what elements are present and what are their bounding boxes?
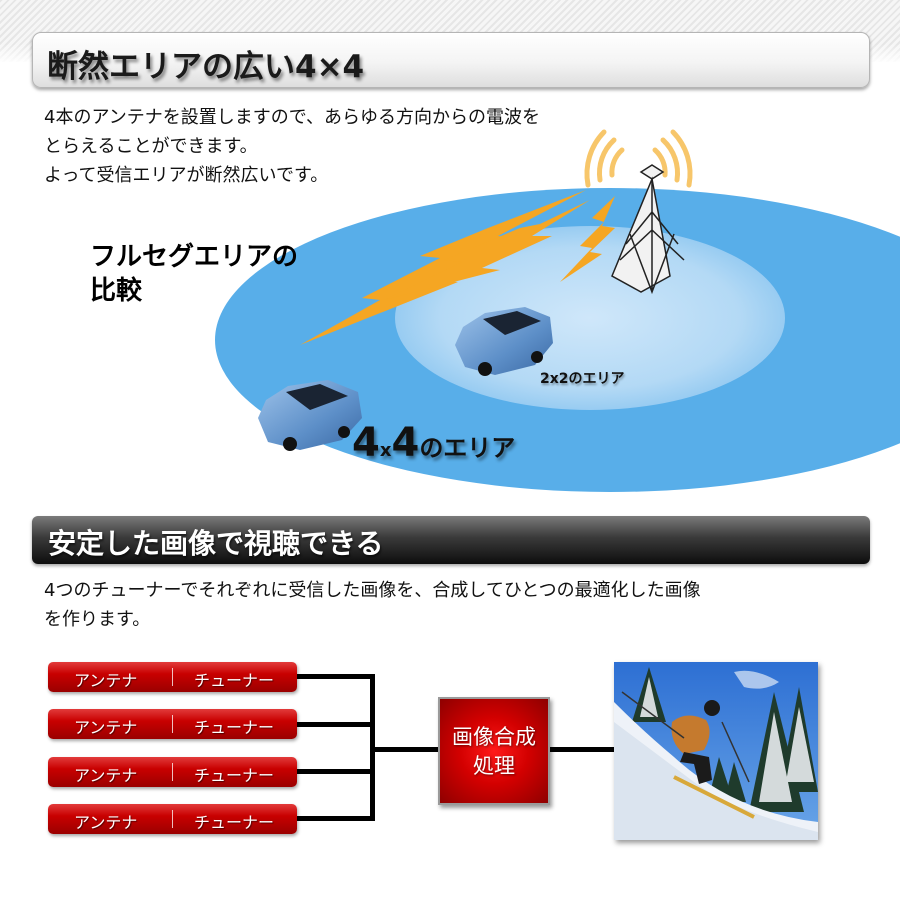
- process-label: 画像合成: [452, 725, 536, 749]
- label-suffix: のエリア: [419, 434, 516, 462]
- label-number: 4: [391, 420, 420, 466]
- comparison-title-line: 比較: [90, 276, 143, 306]
- connector-line: [297, 769, 375, 774]
- antenna-label: アンテナ: [74, 718, 138, 737]
- antenna-label: アンテナ: [74, 813, 138, 832]
- tuner-label: チューナー: [194, 813, 275, 832]
- antenna-label: アンテナ: [74, 671, 138, 690]
- description-line: とらえることができます。: [44, 136, 258, 157]
- wide-area-description: 4本のアンテナを設置しますので、あらゆる方向からの電波を とらえることができます…: [44, 103, 644, 190]
- label-times: x: [379, 440, 392, 461]
- label-number: 4: [352, 420, 380, 466]
- tuner-label: チューナー: [194, 766, 275, 785]
- pill-divider: [172, 715, 173, 733]
- section-heading-stable-image: 安定した画像で視聴できる: [32, 516, 870, 564]
- connector-line: [550, 747, 616, 752]
- section-heading-wide-area: 断然エリアの広い4×4: [32, 32, 870, 88]
- description-line: 4本のアンテナを設置しますので、あらゆる方向からの電波を: [44, 107, 541, 128]
- antenna-tuner-pill: アンテナ チューナー: [48, 804, 297, 834]
- connector-line: [370, 747, 440, 752]
- description-line: よって受信エリアが断然広いです。: [44, 165, 329, 186]
- description-line: を作ります。: [44, 609, 151, 630]
- skier-image: [614, 662, 818, 840]
- stable-image-description: 4つのチューナーでそれぞれに受信した画像を、合成してひとつの最適化した画像 を作…: [44, 576, 844, 634]
- connector-line: [297, 816, 375, 821]
- comparison-title-line: フルセグエリアの: [90, 242, 299, 272]
- antenna-tuner-pill: アンテナ チューナー: [48, 662, 297, 692]
- coverage-area-illustration: [215, 129, 900, 492]
- section-heading-text: 断然エリアの広い4×4: [47, 49, 365, 85]
- car-icon: [258, 380, 362, 451]
- antenna-tuner-pill: アンテナ チューナー: [48, 709, 297, 739]
- outer-area-label: 4x4のエリア: [352, 420, 515, 466]
- tuner-label: チューナー: [194, 671, 275, 690]
- car-icon: [455, 307, 553, 376]
- comparison-title: フルセグエリアの 比較: [90, 240, 298, 308]
- radio-waves-icon: [584, 129, 693, 188]
- image-compositing-box: 画像合成 処理: [438, 697, 550, 805]
- antenna-label: アンテナ: [74, 766, 138, 785]
- process-label: 処理: [473, 754, 515, 778]
- pill-divider: [172, 763, 173, 781]
- antenna-tuner-pill: アンテナ チューナー: [48, 757, 297, 787]
- pill-divider: [172, 810, 173, 828]
- description-line: 4つのチューナーでそれぞれに受信した画像を、合成してひとつの最適化した画像: [44, 580, 701, 601]
- tuner-label: チューナー: [194, 718, 275, 737]
- skier-photo: [614, 662, 818, 840]
- connector-line: [297, 722, 375, 727]
- broadcast-tower-icon: [611, 164, 685, 295]
- lightning-bolt-icon: [300, 190, 615, 345]
- inner-area-label: 2x2のエリア: [540, 371, 625, 387]
- section-heading-text: 安定した画像で視聴できる: [48, 527, 384, 560]
- pill-divider: [172, 668, 173, 686]
- connector-line: [297, 674, 375, 679]
